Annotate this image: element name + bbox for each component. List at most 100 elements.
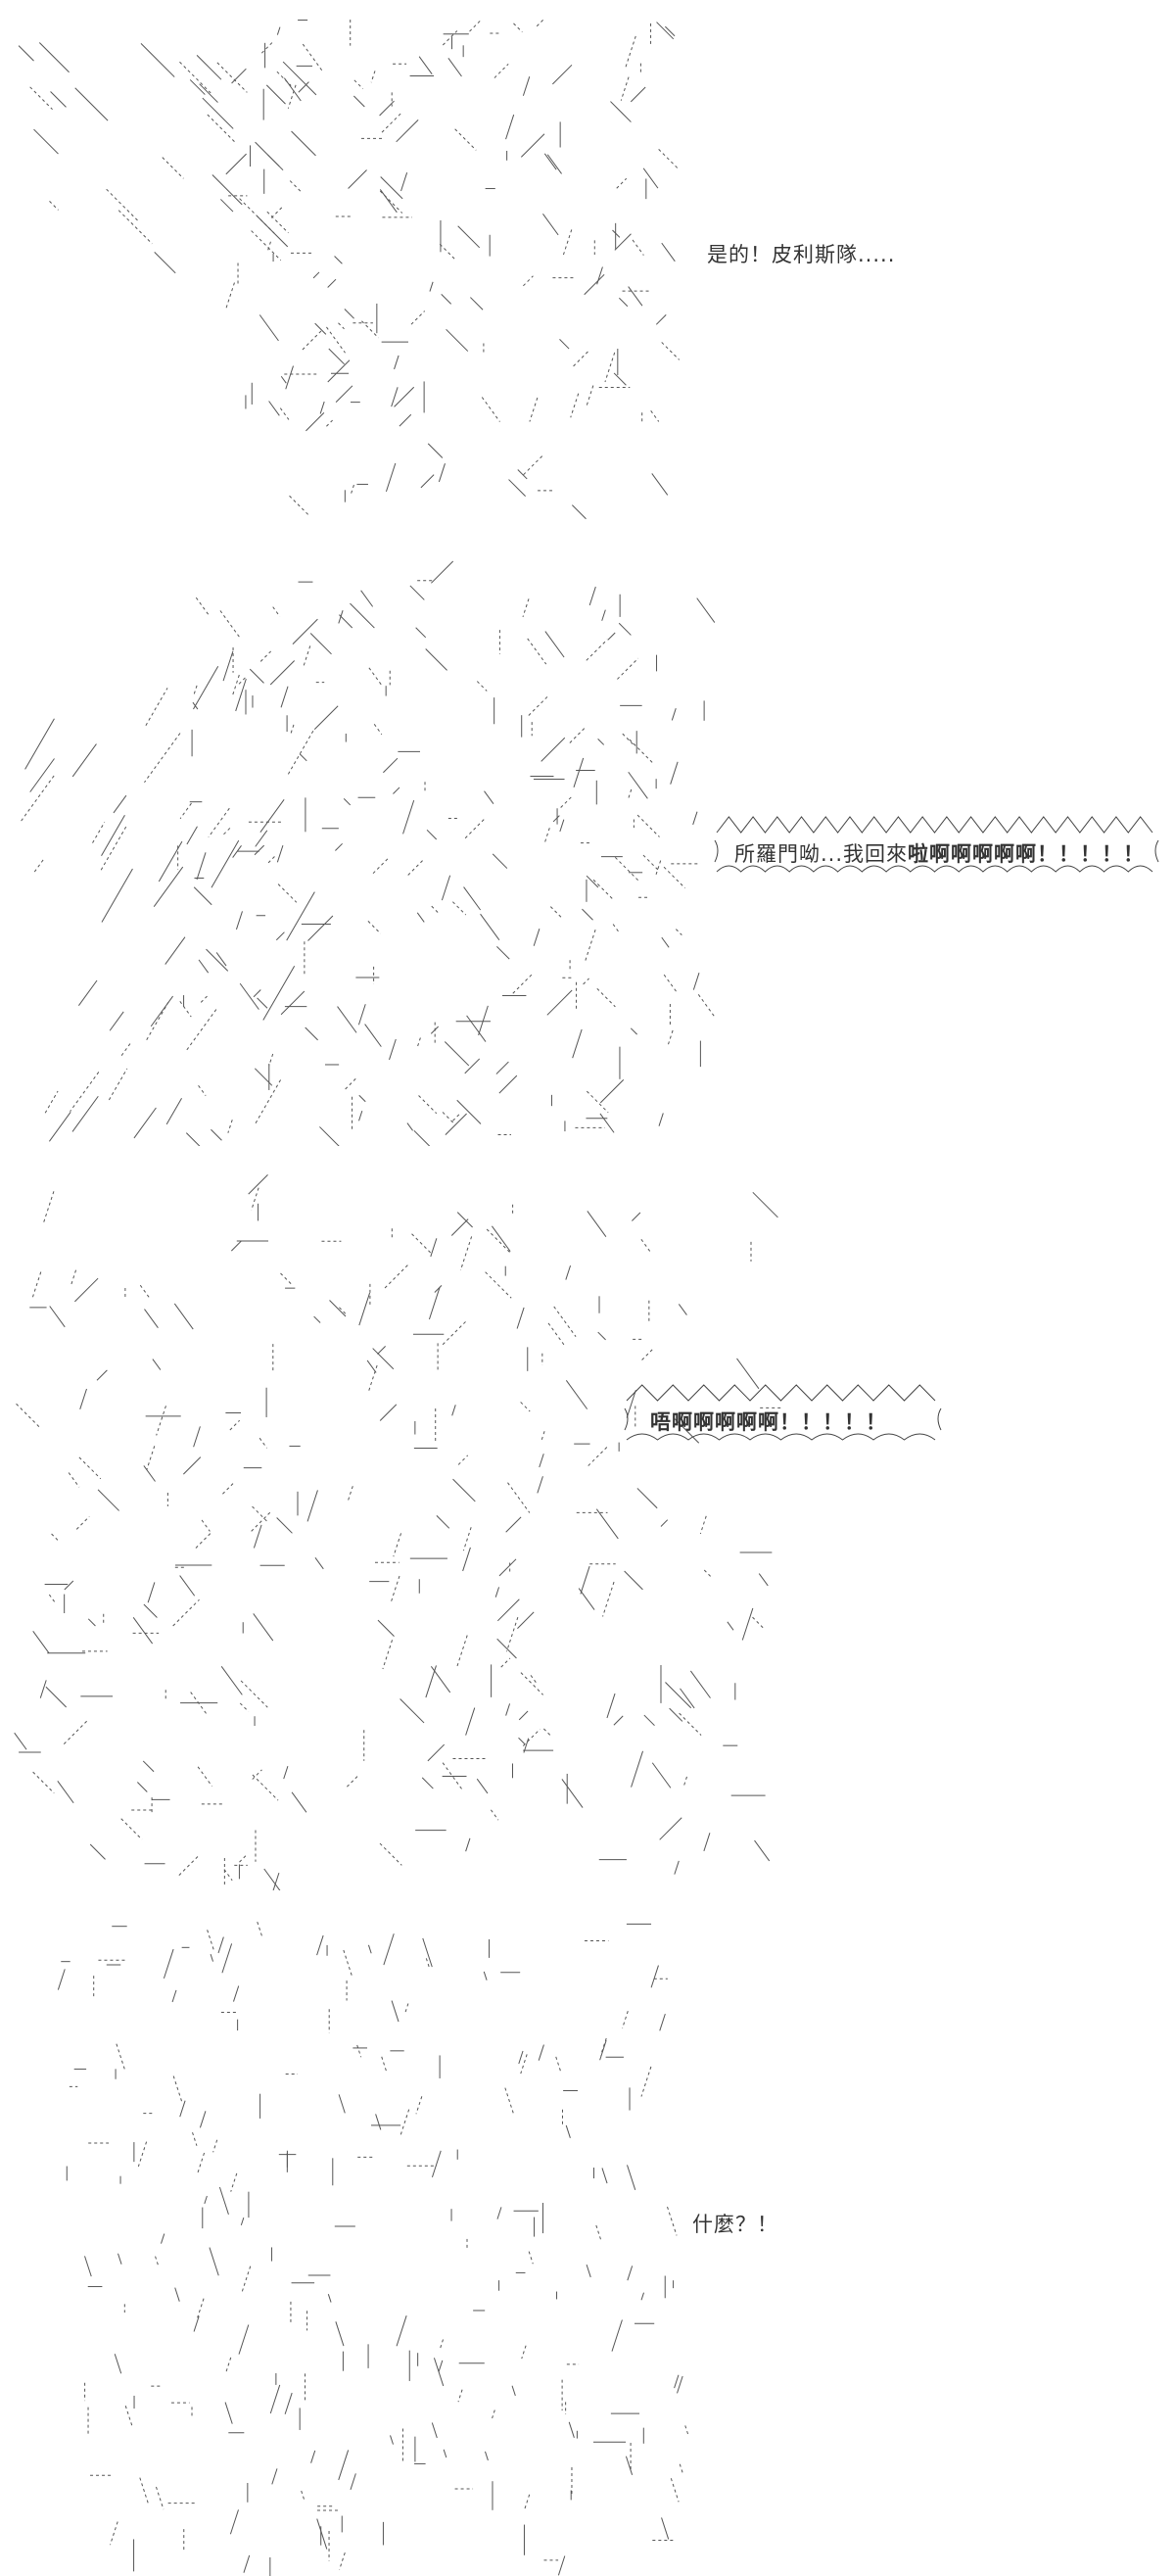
art-stroke <box>484 2451 489 2461</box>
art-stroke <box>33 128 59 155</box>
art-stroke <box>462 1547 471 1572</box>
art-stroke <box>164 936 186 965</box>
art-stroke <box>544 631 565 658</box>
art-stroke <box>289 495 310 517</box>
art-stroke <box>630 86 646 103</box>
art-stroke <box>699 1515 707 1535</box>
art-stroke <box>446 328 469 352</box>
art-stroke <box>600 2037 607 2056</box>
art-stroke <box>101 868 133 923</box>
art-stroke <box>372 1348 395 1370</box>
art-stroke <box>262 966 296 1021</box>
art-stroke <box>522 76 531 96</box>
art-stroke <box>552 815 560 823</box>
art-stroke <box>400 2109 410 2137</box>
art-stroke <box>70 1269 77 1286</box>
art-stroke <box>661 2517 670 2540</box>
art-stroke <box>38 42 70 73</box>
art-stroke <box>429 281 434 292</box>
art-stroke <box>427 443 444 458</box>
art-stroke <box>613 372 627 386</box>
art-stroke <box>425 648 447 671</box>
art-stroke <box>599 2039 607 2061</box>
art-stroke <box>316 1934 324 1956</box>
art-stroke <box>335 2321 345 2347</box>
art-stroke <box>400 1698 425 1724</box>
art-stroke <box>222 1482 235 1495</box>
art-stroke <box>327 2294 332 2303</box>
art-stroke <box>241 2266 252 2293</box>
art-stroke <box>394 355 400 370</box>
art-stroke <box>309 633 332 655</box>
art-stroke <box>596 987 616 1008</box>
art-stroke <box>360 590 374 607</box>
art-stroke <box>622 733 635 747</box>
art-stroke <box>444 1041 470 1067</box>
art-stroke <box>492 853 508 869</box>
art-stroke <box>407 858 425 876</box>
art-stroke <box>162 157 184 179</box>
art-stroke <box>57 1781 74 1804</box>
art-stroke <box>670 2478 680 2503</box>
art-stroke <box>505 1616 519 1652</box>
art-stroke <box>492 2409 495 2419</box>
art-stroke <box>582 908 593 921</box>
art-stroke <box>469 19 482 32</box>
art-stroke <box>344 309 354 319</box>
art-stroke <box>145 688 168 726</box>
art-stroke <box>457 1455 469 1465</box>
art-stroke <box>618 622 632 636</box>
art-stroke <box>597 739 605 745</box>
art-stroke <box>455 1635 468 1669</box>
art-stroke <box>451 1405 456 1416</box>
bubble-edge <box>626 1384 936 1402</box>
art-stroke <box>450 1218 469 1236</box>
art-stroke <box>196 2152 206 2176</box>
art-stroke <box>442 1320 467 1346</box>
art-stroke <box>218 2186 229 2216</box>
art-stroke <box>442 30 458 46</box>
art-stroke <box>379 1404 398 1421</box>
art-stroke <box>385 462 397 493</box>
art-stroke <box>404 2003 409 2014</box>
art-stroke <box>384 1263 410 1289</box>
art-stroke <box>195 1531 212 1549</box>
art-stroke <box>192 2131 198 2146</box>
art-stroke <box>347 1774 360 1788</box>
art-stroke <box>630 1027 637 1035</box>
art-stroke <box>172 1598 200 1627</box>
art-stroke <box>251 230 282 262</box>
art-stroke <box>553 1306 577 1337</box>
art-stroke <box>196 852 207 881</box>
art-stroke <box>334 256 343 264</box>
art-stroke <box>696 597 716 623</box>
art-stroke <box>517 1611 535 1629</box>
art-stroke <box>476 1778 489 1794</box>
art-stroke <box>219 610 242 640</box>
art-stroke <box>96 1369 108 1381</box>
art-stroke <box>182 1456 202 1475</box>
art-stroke <box>680 1688 695 1709</box>
art-stroke <box>335 842 343 851</box>
art-stroke <box>586 875 599 888</box>
art-stroke <box>172 2075 183 2103</box>
art-stroke <box>511 2385 516 2397</box>
art-stroke <box>457 225 481 249</box>
art-stroke <box>383 757 399 774</box>
art-stroke <box>611 2319 623 2352</box>
art-stroke <box>552 64 573 85</box>
art-stroke <box>586 2265 591 2278</box>
art-stroke <box>462 1527 472 1551</box>
art-stroke <box>327 359 351 383</box>
art-stroke <box>233 1985 240 2002</box>
art-stroke <box>663 866 685 889</box>
art-stroke <box>571 504 587 520</box>
art-stroke <box>703 1569 712 1578</box>
art-stroke <box>32 1771 55 1794</box>
art-stroke <box>430 1238 438 1258</box>
art-stroke <box>252 1769 262 1780</box>
art-stroke <box>243 2554 251 2573</box>
art-stroke <box>658 148 679 169</box>
bubble-edge <box>716 816 1153 834</box>
art-stroke <box>280 990 306 1016</box>
